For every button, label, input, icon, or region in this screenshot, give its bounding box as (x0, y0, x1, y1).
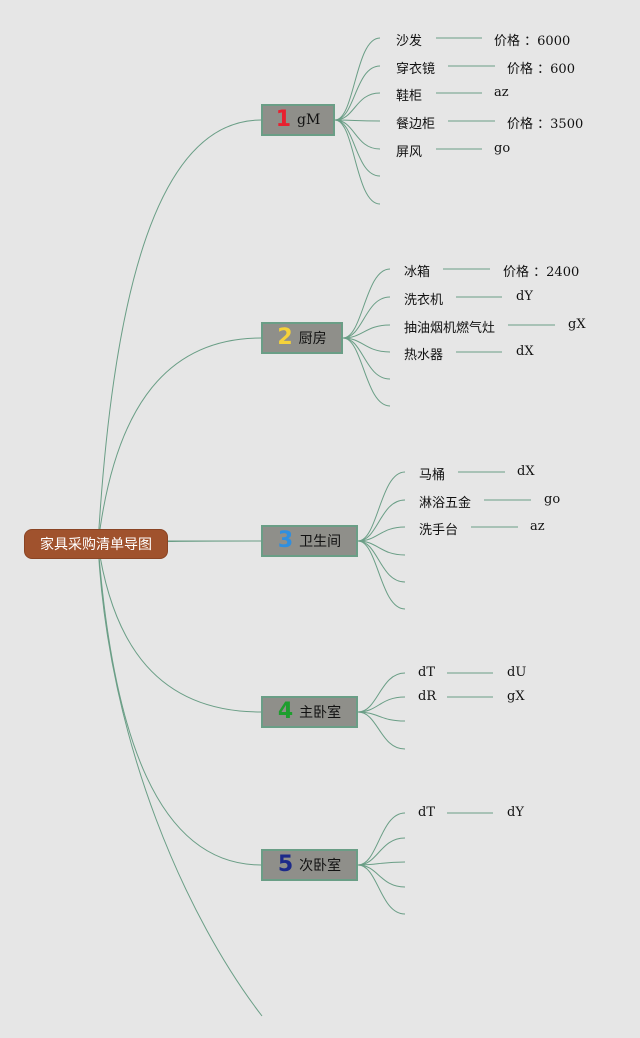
branch-connector (334, 92, 381, 121)
item-label[interactable]: 餐边柜 (396, 117, 436, 132)
topic-number-3: 3 (277, 528, 294, 553)
root-connector-extra (97, 543, 263, 1017)
item-label[interactable]: 热水器 (404, 348, 444, 363)
branch-connector (334, 119, 381, 205)
branch-connector (342, 337, 391, 407)
item-label[interactable]: dT (418, 805, 435, 820)
branch-connector (334, 119, 381, 177)
branch-connector (357, 696, 406, 713)
topic-number-5: 5 (277, 852, 294, 877)
branch-connector (342, 268, 391, 339)
value-text: ：600 (537, 62, 575, 77)
branch-connector (357, 499, 406, 542)
branch-connector (342, 296, 391, 339)
value-text: ：6000 (524, 34, 571, 49)
item-label[interactable]: 穿衣镜 (396, 62, 436, 77)
branch-connector (357, 711, 406, 750)
item-value: dX (516, 344, 534, 359)
item-label[interactable]: 沙发 (396, 34, 423, 49)
topic-label-4: 主卧室 (299, 705, 342, 721)
topic-label-2: 厨房 (298, 331, 327, 347)
branch-connector (357, 672, 406, 713)
topic-label-5: 次卧室 (299, 858, 342, 874)
branch-connector (357, 812, 406, 866)
topic-node-4[interactable]: 4 主卧室 (261, 696, 358, 728)
topic-number-2: 2 (277, 325, 293, 350)
root-node[interactable]: 家具采购清单导图 (24, 529, 168, 559)
branch-connector (357, 540, 406, 583)
item-value: 价格 ：6000 (494, 30, 570, 49)
item-value: gX (568, 317, 586, 332)
item-label[interactable]: dR (418, 689, 437, 704)
item-value: dY (507, 805, 524, 820)
topic-number-4: 4 (277, 699, 294, 724)
value-label: 价格 (494, 34, 521, 49)
topic-node-3[interactable]: 3 卫生间 (261, 525, 358, 557)
item-value: 价格 ：600 (507, 58, 575, 77)
branch-connector (334, 37, 381, 121)
item-label[interactable]: 洗衣机 (404, 293, 444, 308)
topic-node-1[interactable]: 1 gM (261, 104, 335, 136)
value-label: 价格 (507, 117, 534, 132)
root-connector-2 (97, 337, 262, 545)
item-value: 价格 ：3500 (507, 113, 583, 132)
root-connector-4 (97, 543, 262, 713)
branch-connector (357, 526, 406, 542)
item-label[interactable]: 冰箱 (404, 265, 431, 280)
branch-connector (357, 471, 406, 542)
item-label[interactable]: 屏风 (396, 145, 423, 160)
branch-connector (342, 324, 391, 339)
topic-label-3: 卫生间 (299, 534, 342, 550)
branch-connector (357, 837, 406, 866)
topic-node-5[interactable]: 5 次卧室 (261, 849, 358, 881)
topic-node-2[interactable]: 2 厨房 (261, 322, 343, 354)
item-value: az (494, 85, 509, 100)
item-label[interactable]: 鞋柜 (396, 89, 423, 104)
root-node-label: 家具采购清单导图 (40, 537, 152, 553)
value-text: ：3500 (537, 117, 584, 132)
item-value: dU (507, 665, 527, 680)
value-text: ：2400 (533, 265, 580, 280)
item-value: gX (507, 689, 525, 704)
topic-number-1: 1 (275, 107, 291, 132)
item-value: dY (516, 289, 533, 304)
item-value: 价格 ：2400 (503, 261, 579, 280)
branch-connector (334, 65, 381, 121)
item-label[interactable]: 淋浴五金 (419, 496, 472, 511)
item-value: dX (517, 464, 535, 479)
item-label[interactable]: 抽油烟机燃气灶 (404, 321, 496, 336)
root-connector-5 (97, 543, 262, 866)
root-connector-1 (97, 119, 262, 545)
branch-connector (357, 864, 406, 888)
item-label[interactable]: 马桶 (419, 468, 446, 483)
item-value: go (544, 492, 561, 507)
item-label[interactable]: 洗手台 (419, 523, 459, 538)
branch-connector (342, 337, 391, 380)
value-label: 价格 (507, 62, 534, 77)
value-label: 价格 (503, 265, 530, 280)
branch-connector (357, 540, 406, 610)
branch-connector (357, 864, 406, 915)
topic-label-1: gM (297, 112, 321, 128)
item-label[interactable]: dT (418, 665, 435, 680)
branch-connector (334, 119, 381, 122)
item-value: az (530, 519, 545, 534)
item-value: go (494, 141, 511, 156)
